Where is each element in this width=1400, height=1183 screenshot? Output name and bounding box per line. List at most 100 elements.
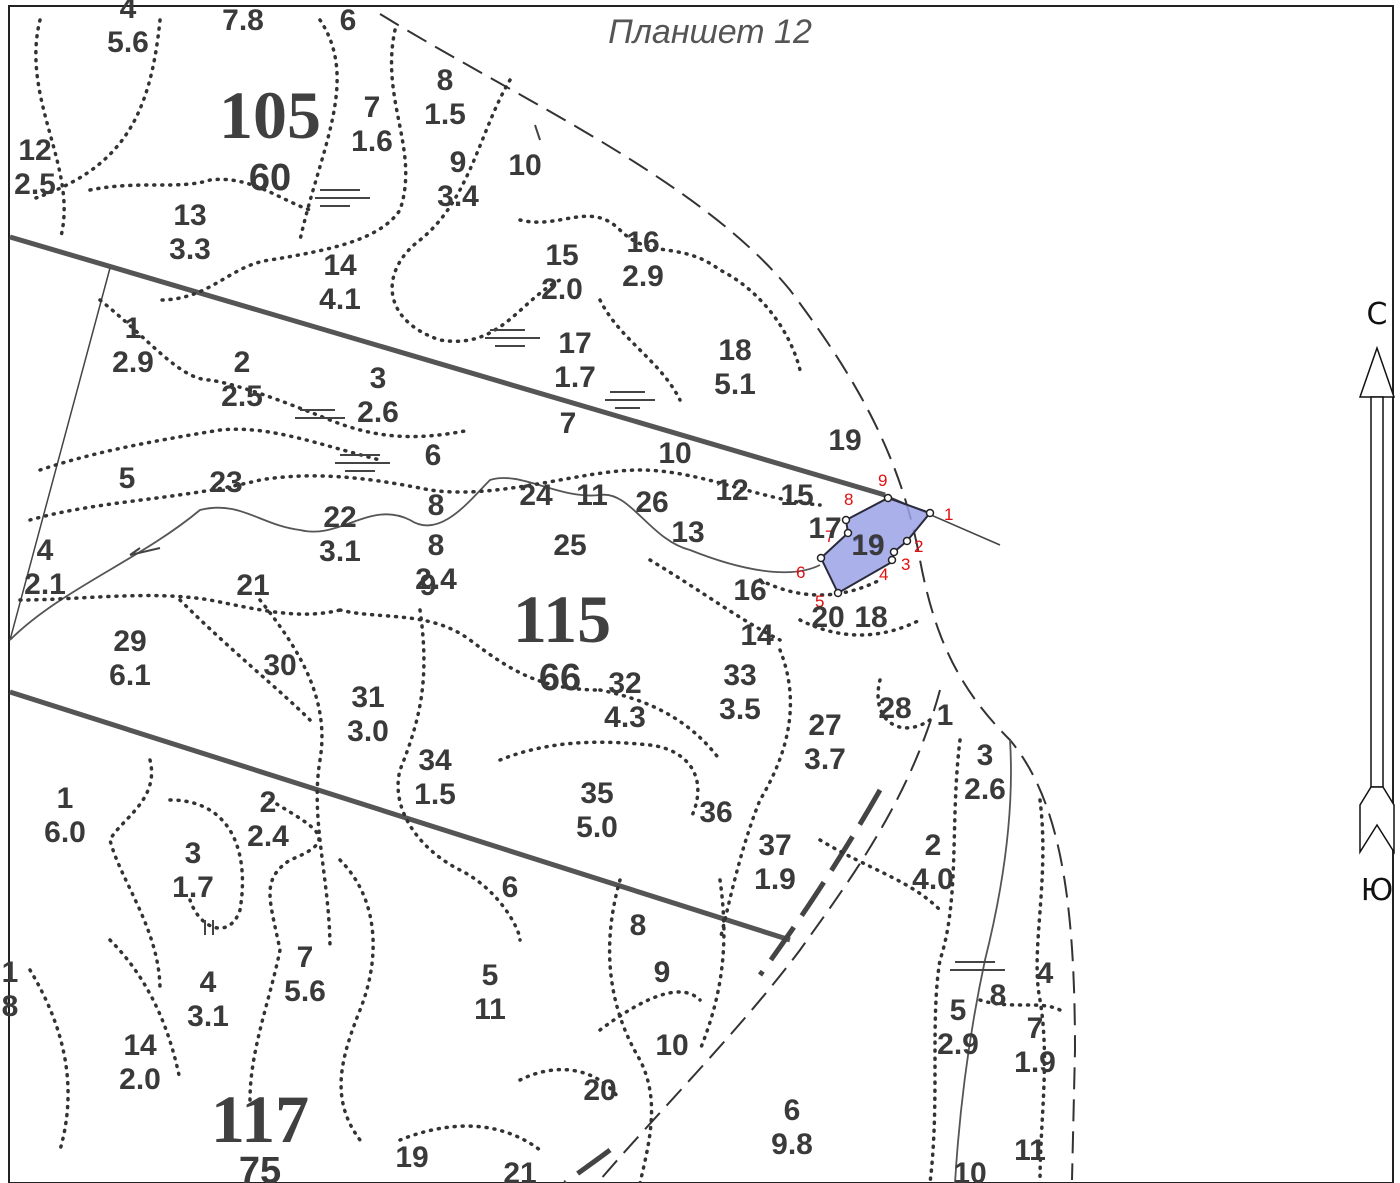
- plot-number: 1: [2, 956, 19, 989]
- plot-number: 19: [395, 1141, 428, 1174]
- plot-number: 29: [113, 625, 146, 658]
- plot-number: 22: [323, 501, 356, 534]
- plot-number: 10: [508, 149, 541, 182]
- quarter-number: 105: [219, 77, 321, 153]
- stream-line-east: [954, 739, 1012, 1183]
- plot-number: 31: [351, 681, 384, 714]
- plot-area: 4.1: [319, 283, 361, 316]
- quarter-area: 60: [249, 157, 291, 199]
- plot-number: 7.8: [222, 4, 264, 37]
- plot-number: 10: [953, 1157, 986, 1183]
- plot-number: 2: [260, 786, 277, 819]
- plot-area: 2.5: [221, 380, 263, 413]
- plot-area: 5.1: [714, 368, 756, 401]
- plot-number: 1: [125, 312, 142, 345]
- north-arrow-icon: [1358, 345, 1396, 398]
- plot-number: 9: [420, 569, 437, 602]
- plot-area: 3.5: [719, 693, 761, 726]
- plot-area: 2.0: [119, 1063, 161, 1096]
- plot-area: 4.0: [912, 863, 954, 896]
- plot-number: 5: [482, 959, 499, 992]
- plot-area: 5.6: [107, 26, 149, 59]
- plot-area: 11: [474, 993, 506, 1026]
- plot-number: 4: [120, 0, 137, 25]
- vertex-label-8: 8: [844, 490, 853, 509]
- plot-number: 6: [340, 4, 357, 37]
- plot-number: 28: [878, 692, 911, 725]
- plot-number: 5: [950, 994, 967, 1027]
- plot-number: 6: [784, 1094, 801, 1127]
- plot-area: 2.4: [415, 563, 457, 596]
- vertex-label-3: 3: [901, 555, 910, 574]
- plot-number: 23: [209, 466, 242, 499]
- plot-number: 18: [718, 334, 751, 367]
- plot-number: 11: [576, 479, 608, 512]
- plot-number: 8: [428, 529, 445, 562]
- plot-number: 33: [723, 659, 756, 692]
- plot-number: 1: [937, 699, 954, 732]
- plot-number: 16: [733, 574, 766, 607]
- vertex-label-9: 9: [878, 471, 887, 490]
- plot-number: 12: [18, 134, 51, 167]
- plot-number: 3: [370, 362, 387, 395]
- quarter-number: 117: [211, 1081, 309, 1157]
- plot-number: 21: [236, 569, 269, 602]
- road-dashed: [757, 788, 883, 977]
- road-dashed-2: [563, 1147, 612, 1183]
- inner-boundary-dashed: [599, 689, 941, 1181]
- plot-area: 2.5: [14, 168, 56, 201]
- quarter-line-2: [9, 689, 791, 943]
- vertex-label-4: 4: [879, 565, 888, 584]
- compass: С Ю: [1358, 297, 1396, 908]
- plot-area: 9.8: [771, 1128, 813, 1161]
- plot-number: 8: [437, 64, 454, 97]
- plot-area: 3.7: [804, 743, 846, 776]
- plot-number: 19: [828, 424, 861, 457]
- plot-number: 7: [1027, 1012, 1044, 1045]
- compass-south-label: Ю: [1361, 873, 1393, 908]
- plot-number: 4: [37, 534, 54, 567]
- plot-number: 21: [503, 1157, 536, 1183]
- plot-number: 15: [780, 479, 813, 512]
- plot-area: 2.1: [24, 568, 66, 601]
- compass-shaft: [1370, 396, 1384, 788]
- vertex-points: [816, 493, 935, 598]
- plot-area: 1.7: [172, 871, 214, 904]
- highlight-label: 19: [852, 530, 883, 561]
- plot-number: 14: [323, 249, 357, 282]
- plot-number: 30: [263, 649, 296, 682]
- thin-line-west: [9, 267, 111, 641]
- plot-number: 4: [1037, 957, 1054, 990]
- plot-area: 4.3: [604, 701, 646, 734]
- plot-number: 9: [450, 146, 467, 179]
- plot-number: 10: [658, 437, 691, 470]
- plot-number: 2: [234, 346, 251, 379]
- plot-number: 4: [200, 966, 217, 999]
- plot-area: 3.3: [169, 233, 211, 266]
- plot-area: 2.9: [937, 1028, 979, 1061]
- plot-number: 25: [553, 529, 586, 562]
- plot-boundaries: [18, 18, 1062, 1183]
- outer-boundary-dashed: [379, 13, 1077, 1181]
- plot-area: 1.9: [1014, 1046, 1056, 1079]
- plot-area: 3.0: [347, 715, 389, 748]
- plot-number: 2: [925, 829, 942, 862]
- plot-area: 8: [2, 990, 19, 1023]
- plot-area: 1.6: [351, 125, 393, 158]
- plot-number: 26: [635, 486, 668, 519]
- plot-area: 1.5: [414, 778, 456, 811]
- plot-area: 3.1: [319, 535, 361, 568]
- plot-number: 10: [655, 1029, 688, 1062]
- plot-number: 7: [560, 407, 577, 440]
- plot-number: 19: [851, 529, 884, 562]
- plot-number: 18: [854, 601, 887, 634]
- quarter-area: 66: [539, 657, 581, 699]
- plot-area: 2.6: [357, 396, 399, 429]
- plot-area: 3.1: [187, 1000, 229, 1033]
- plot-number: 32: [608, 667, 641, 700]
- plot-number: 20: [811, 601, 844, 634]
- plot-area: 3.4: [437, 180, 479, 213]
- plot-number: 14: [740, 619, 774, 652]
